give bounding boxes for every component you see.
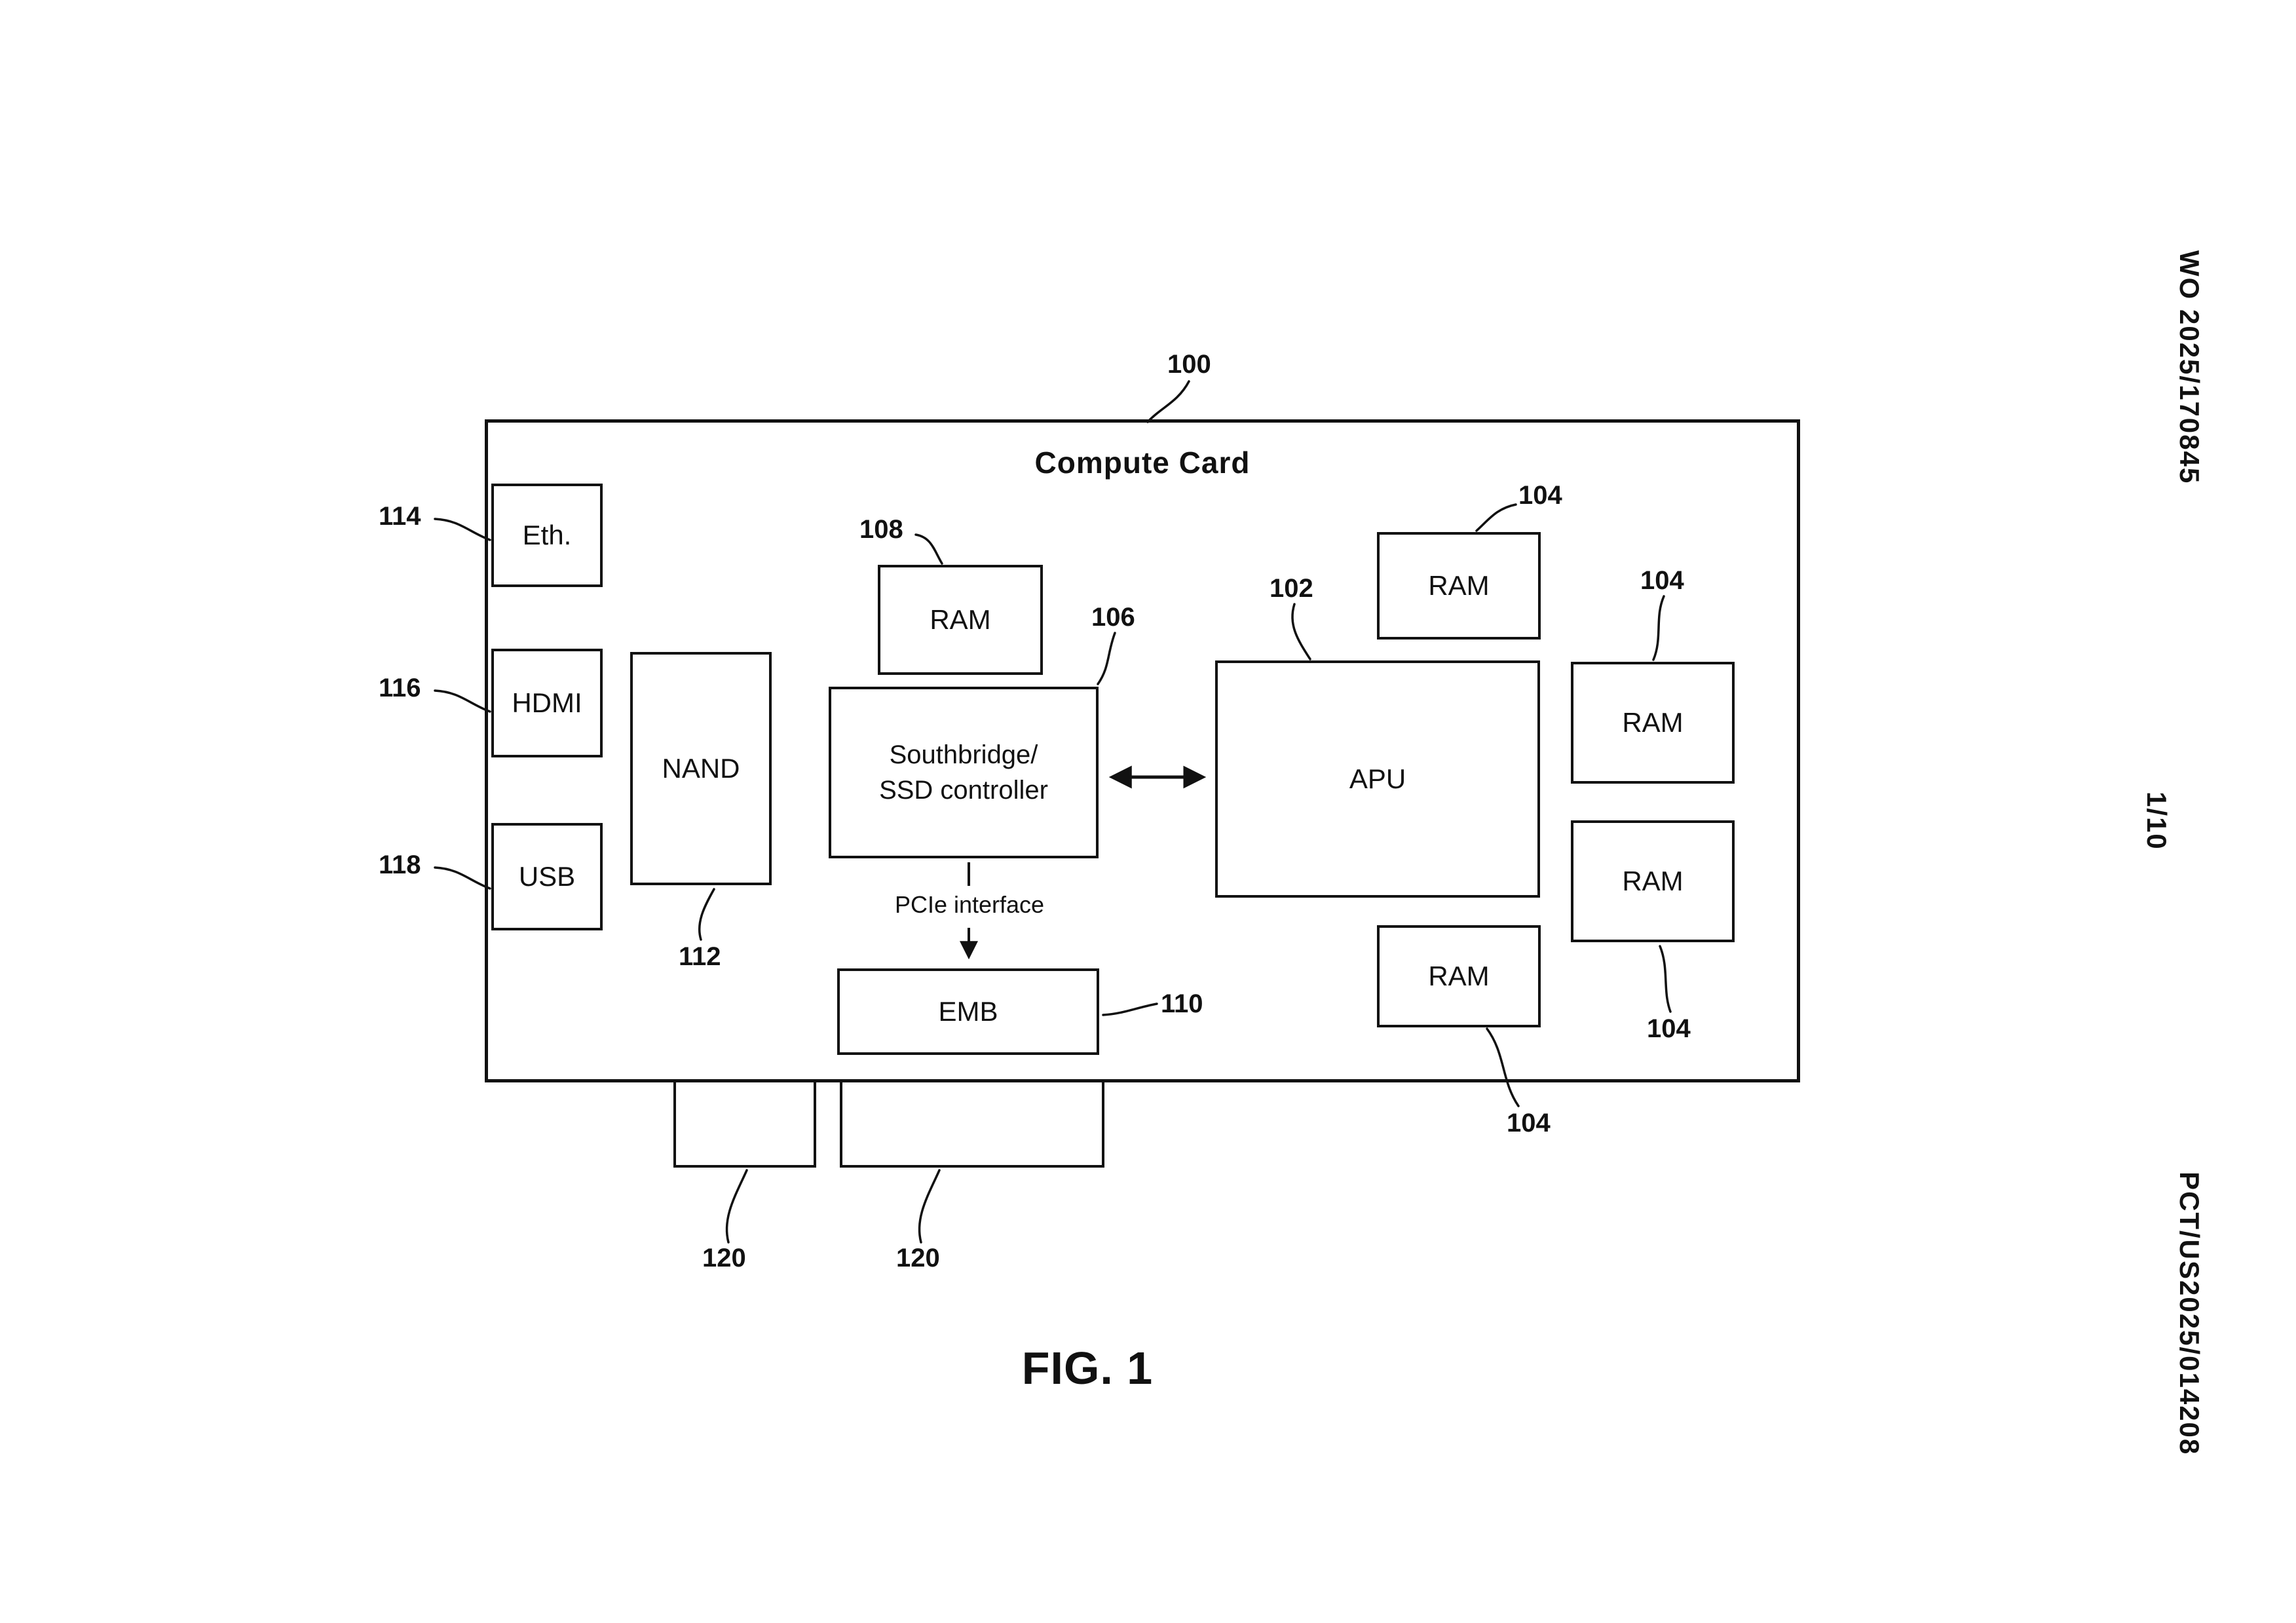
ref-106: 106 — [1091, 603, 1135, 632]
figure-caption: FIG. 1 — [1021, 1343, 1154, 1394]
connector-tab-left — [673, 1080, 816, 1168]
emb-label: EMB — [938, 996, 998, 1027]
apu-box: APU — [1215, 660, 1540, 898]
compute-card-title: Compute Card — [1034, 446, 1251, 480]
hdmi-port-label: HDMI — [512, 687, 582, 718]
southbridge-label-line1: Southbridge/ — [889, 740, 1038, 769]
ref-120-left: 120 — [702, 1244, 746, 1272]
ram-104-right-lower-box: RAM — [1571, 820, 1735, 942]
leader-120-left — [725, 1169, 748, 1244]
ram-104-top-box: RAM — [1377, 532, 1541, 640]
apu-label: APU — [1349, 763, 1406, 794]
leader-116 — [434, 689, 491, 713]
eth-port-box: Eth. — [491, 484, 603, 587]
nand-label: NAND — [662, 753, 740, 784]
ref-108: 108 — [859, 515, 903, 544]
leader-100 — [1146, 380, 1190, 423]
pcie-interface-label: PCIe interface — [894, 891, 1045, 918]
ref-112: 112 — [679, 942, 721, 971]
hdmi-port-box: HDMI — [491, 649, 603, 757]
usb-port-box: USB — [491, 823, 603, 930]
publication-number: WO 2025/170845 — [2174, 250, 2205, 485]
ram-104-bottom-label: RAM — [1428, 961, 1490, 991]
emb-box: EMB — [837, 968, 1099, 1055]
southbridge-box: Southbridge/ SSD controller — [829, 687, 1099, 858]
ref-116: 116 — [379, 674, 421, 702]
ref-104-top: 104 — [1518, 481, 1562, 510]
ref-120-right: 120 — [896, 1244, 940, 1272]
ram-104-top-label: RAM — [1428, 570, 1490, 601]
ram-104-right-upper-label: RAM — [1622, 707, 1684, 738]
southbridge-label: Southbridge/ SSD controller — [879, 737, 1048, 808]
ram-104-right-upper-box: RAM — [1571, 662, 1735, 784]
ram-108-box: RAM — [878, 565, 1043, 675]
eth-port-label: Eth. — [522, 520, 572, 550]
leader-120-right — [918, 1169, 941, 1244]
usb-port-label: USB — [518, 861, 576, 892]
ram-108-label: RAM — [930, 604, 991, 635]
ref-110: 110 — [1161, 989, 1203, 1018]
ref-104-right-upper: 104 — [1640, 566, 1684, 595]
ref-114: 114 — [379, 502, 421, 531]
application-number: PCT/US2025/014208 — [2174, 1172, 2205, 1456]
ram-104-bottom-box: RAM — [1377, 925, 1541, 1027]
ref-104-right-lower: 104 — [1647, 1014, 1691, 1043]
ram-104-right-lower-label: RAM — [1622, 866, 1684, 896]
ref-104-bottom: 104 — [1507, 1109, 1551, 1137]
connector-tab-right — [840, 1080, 1104, 1168]
ref-100: 100 — [1167, 350, 1211, 379]
nand-box: NAND — [630, 652, 772, 885]
leader-114 — [434, 518, 491, 541]
ref-118: 118 — [379, 850, 421, 879]
leader-118 — [434, 866, 491, 890]
ref-102: 102 — [1270, 574, 1313, 603]
sheet-number: 1/10 — [2141, 792, 2172, 850]
southbridge-label-line2: SSD controller — [879, 776, 1048, 805]
